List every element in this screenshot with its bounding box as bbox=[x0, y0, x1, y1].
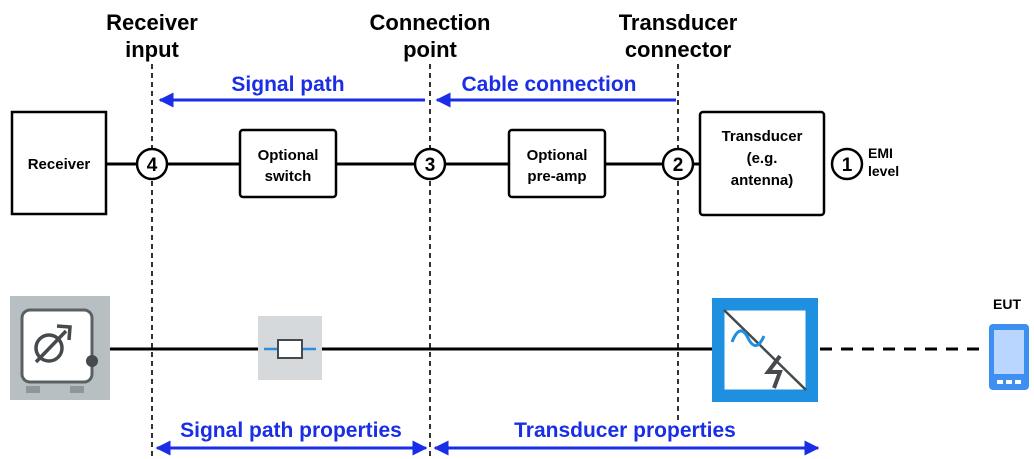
node-2 bbox=[661, 147, 695, 181]
header-connection-point-line1: Connection bbox=[370, 10, 491, 35]
header-transducer-connector-line2: connector bbox=[625, 37, 732, 62]
signal-path-label: Signal path bbox=[231, 73, 344, 96]
eut-label: EUT bbox=[993, 296, 1021, 312]
transducer-box bbox=[698, 110, 826, 217]
optional-preamp-box bbox=[507, 128, 607, 199]
node-1-label: 1 bbox=[842, 155, 853, 176]
header-receiver-input-line1: Receiver bbox=[106, 10, 198, 35]
transducer-line3: antenna) bbox=[731, 172, 794, 189]
node-2-label: 2 bbox=[673, 155, 684, 176]
eut-device-icon bbox=[989, 324, 1029, 390]
switch-icon bbox=[258, 316, 322, 380]
emi-level-line1: EMI bbox=[868, 145, 893, 161]
transducer-line2: (e.g. bbox=[747, 150, 778, 167]
receiver-box-label: Receiver bbox=[28, 156, 91, 173]
optional-switch-line1: Optional bbox=[258, 147, 319, 164]
header-receiver-input-line2: input bbox=[125, 37, 179, 62]
header-connection-point-line2: point bbox=[403, 37, 457, 62]
receiver-box bbox=[10, 110, 108, 216]
node-4 bbox=[135, 147, 169, 181]
transducer-line1: Transducer bbox=[722, 128, 803, 145]
optional-switch-box bbox=[238, 128, 338, 199]
signal-path-properties-label: Signal path properties bbox=[180, 419, 402, 442]
optional-preamp-line1: Optional bbox=[527, 147, 588, 164]
optional-switch-line2: switch bbox=[265, 168, 312, 185]
transducer-icon bbox=[712, 298, 818, 402]
cable-connection-label: Cable connection bbox=[461, 73, 636, 96]
optional-preamp-line2: pre-amp bbox=[527, 168, 586, 185]
node-3-label: 3 bbox=[425, 155, 436, 176]
node-4-label: 4 bbox=[147, 155, 158, 176]
receiver-icon bbox=[10, 296, 110, 400]
node-3 bbox=[413, 147, 447, 181]
transducer-properties-label: Transducer properties bbox=[514, 419, 736, 442]
node-1 bbox=[830, 147, 864, 181]
header-transducer-connector-line1: Transducer bbox=[619, 10, 738, 35]
emi-level-line2: level bbox=[868, 163, 899, 179]
